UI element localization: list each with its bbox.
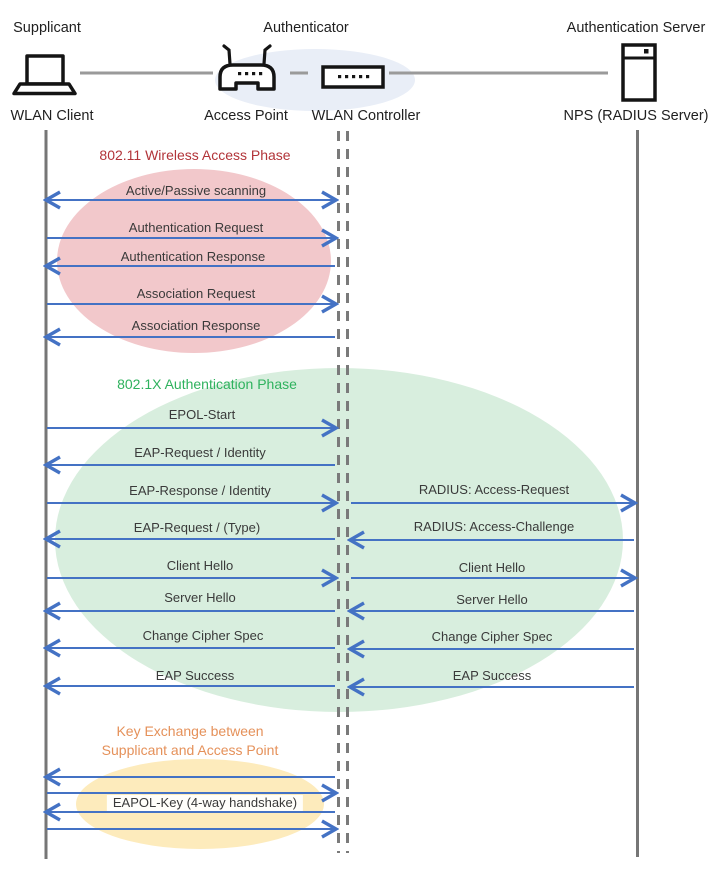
message-label-client-hello-left: Client Hello: [166, 558, 234, 573]
message-label-eap-response-identity: EAP-Response / Identity: [129, 483, 271, 498]
phase-title-8021x: 802.1X Authentication Phase: [117, 376, 297, 392]
message-label-epol-start: EPOL-Start: [168, 407, 236, 422]
device-label-wlan-controller: WLAN Controller: [311, 108, 421, 124]
phase-title-key-exchange-line1: Key Exchange between: [116, 723, 264, 739]
role-label-authentication-server: Authentication Server: [566, 20, 706, 36]
phase-ellipse-80211: [57, 169, 331, 353]
message-label-eapol-key: EAPOL-Key (4-way handshake): [106, 795, 304, 811]
phase-ellipse-8021x: [55, 368, 623, 712]
message-label-change-cipher-spec-right: Change Cipher Spec: [431, 629, 553, 644]
message-label-eap-request-identity: EAP-Request / Identity: [134, 445, 266, 460]
role-label-supplicant: Supplicant: [13, 20, 81, 36]
access-point-icon: [218, 44, 276, 91]
message-label-radius-access-challenge: RADIUS: Access-Challenge: [413, 519, 575, 534]
message-label-change-cipher-spec-left: Change Cipher Spec: [142, 628, 264, 643]
message-label-authentication-response: Authentication Response: [120, 249, 266, 264]
message-label-client-hello-right: Client Hello: [458, 560, 526, 575]
message-label-eap-request-type: EAP-Request / (Type): [133, 520, 261, 535]
arrows-client-controller: [47, 200, 335, 829]
server-icon: [621, 43, 657, 102]
arrows-controller-server: [351, 503, 634, 687]
message-label-server-hello-left: Server Hello: [164, 590, 236, 605]
message-label-eap-success-left: EAP Success: [155, 668, 235, 683]
message-label-authentication-request: Authentication Request: [128, 220, 264, 235]
message-label-eap-success-right: EAP Success: [452, 668, 532, 683]
device-label-wlan-client: WLAN Client: [10, 108, 94, 124]
wlan-controller-icon: [321, 65, 385, 89]
role-label-authenticator: Authenticator: [263, 20, 349, 36]
laptop-icon: [12, 54, 77, 96]
lifeline-controller-dashed: [337, 131, 349, 853]
message-label-server-hello-right: Server Hello: [456, 592, 528, 607]
device-label-nps-radius-server: NPS (RADIUS Server): [563, 108, 709, 124]
message-label-active-passive-scanning: Active/Passive scanning: [125, 183, 267, 198]
phase-title-80211: 802.11 Wireless Access Phase: [99, 147, 291, 163]
phase-title-key-exchange-line2: Supplicant and Access Point: [101, 741, 279, 758]
message-label-association-response: Association Response: [131, 318, 261, 333]
message-label-association-request: Association Request: [136, 286, 256, 301]
phase-title-key-exchange: Key Exchange between Supplicant and Acce…: [102, 722, 279, 759]
device-label-access-point: Access Point: [204, 108, 288, 124]
message-label-radius-access-request: RADIUS: Access-Request: [418, 482, 570, 497]
